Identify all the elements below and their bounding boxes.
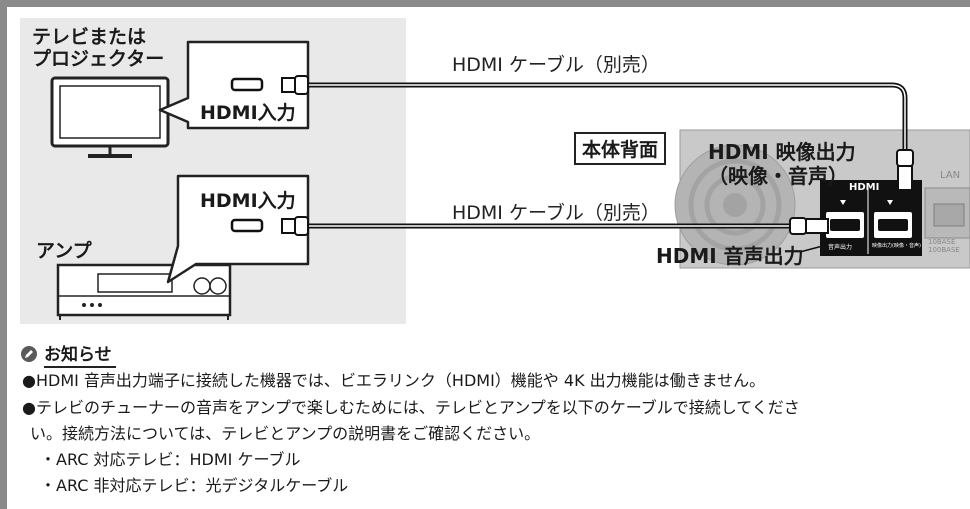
cable-top-label: HDMI ケーブル（別売） <box>452 54 660 76</box>
amplifier-icon <box>56 263 232 320</box>
pencil-icon <box>21 346 37 362</box>
video-output-line2: （映像・音声） <box>708 164 848 188</box>
audio-output-label: HDMI 音声出力 <box>656 244 804 268</box>
note-bullet-1: ●HDMI 音声出力端子に接続した機器では、ビエラリンク（HDMI）機能や 4K… <box>22 371 766 390</box>
lan-spec-line2: 100BASE <box>928 246 960 254</box>
amp-hdmi-input-label: HDMI入力 <box>200 190 296 212</box>
note-bullet-2-cont: い。接続方法については、テレビとアンプの説明書をご確認ください。 <box>30 424 541 443</box>
port-video-label: 映像出力(映像・音声) <box>872 243 921 249</box>
hdmi-port-icon <box>230 218 264 233</box>
cable-bottom-label: HDMI ケーブル（別売） <box>452 202 660 224</box>
video-output-line1: HDMI 映像出力 <box>708 140 856 164</box>
note-subitem-2: ・ARC 非対応テレビ：光デジタルケーブル <box>40 476 349 495</box>
note-subitem-1: ・ARC 対応テレビ：HDMI ケーブル <box>40 450 301 469</box>
video-output-label: HDMI 映像出力 （映像・音声） <box>708 140 856 188</box>
hdmi-logo: HDMI <box>849 182 880 193</box>
notes-title: お知らせ <box>44 340 116 368</box>
tv-label-line1: テレビまたは <box>32 26 147 48</box>
lan-spec-line1: 10BASE <box>928 238 956 246</box>
note-bullet-2: ●テレビのチューナーの音声をアンプで楽しむためには、テレビとアンプを以下のケーブ… <box>22 398 800 417</box>
page-frame-left <box>0 0 7 509</box>
notes-heading: お知らせ <box>20 340 116 368</box>
tv-hdmi-input-label: HDMI入力 <box>200 102 296 124</box>
lan-label: LAN <box>940 170 961 181</box>
port-audio-label: 音声出力 <box>828 244 853 251</box>
rear-panel-label: 本体背面 <box>574 132 667 165</box>
tv-icon <box>50 76 170 158</box>
hdmi-port-icon <box>230 77 264 92</box>
cable-tv <box>281 75 914 191</box>
tv-label-line2: プロジェクター <box>32 48 165 70</box>
page-frame-top <box>0 0 970 7</box>
tv-label: テレビまたは プロジェクター <box>32 26 164 70</box>
amp-label: アンプ <box>36 240 92 262</box>
cable-amp <box>281 216 829 236</box>
lan-spec: 10BASE 100BASE <box>928 238 960 254</box>
